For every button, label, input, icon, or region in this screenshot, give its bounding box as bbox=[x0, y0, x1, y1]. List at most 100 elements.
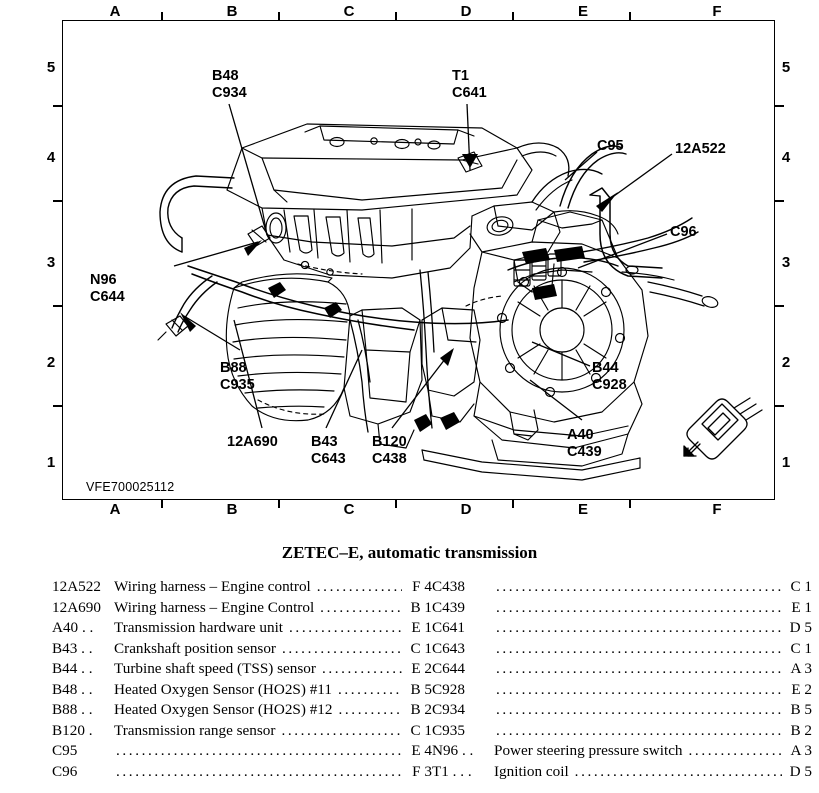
legend-grid-ref: E 2 bbox=[411, 660, 432, 677]
legend-row: A40 . .Transmission hardware unit.......… bbox=[52, 619, 432, 640]
legend-grid-ref: E 4 bbox=[411, 742, 432, 759]
legend-row: B48 . .Heated Oxygen Sensor (HO2S) #11..… bbox=[52, 681, 432, 702]
row-label-right-5: 5 bbox=[781, 59, 791, 76]
legend-description: Heated Oxygen Sensor (HO2S) #12 bbox=[114, 701, 333, 718]
legend-description: Wiring harness – Engine Control bbox=[114, 598, 315, 616]
callout-12a690: 12A690 bbox=[227, 434, 278, 450]
callout-n96-c644: N96 C644 bbox=[90, 272, 125, 306]
callout-t1-c641: T1 C641 bbox=[452, 68, 487, 102]
col-label-top-d: D bbox=[460, 3, 472, 20]
col-label-bottom-c: C bbox=[343, 501, 355, 518]
legend-code: B48 . . bbox=[52, 680, 93, 698]
legend-dot-leader: ........................................… bbox=[496, 578, 782, 595]
callout-b44-c928: B44 C928 bbox=[592, 360, 627, 394]
legend-grid-ref: E 1 bbox=[411, 619, 432, 636]
legend-dot-leader: ........................................… bbox=[496, 701, 782, 718]
row-label-left-2: 2 bbox=[46, 354, 56, 371]
legend-description: Transmission range sensor bbox=[114, 721, 276, 739]
col-label-top-c: C bbox=[343, 3, 355, 20]
col-tick-bottom bbox=[512, 500, 514, 508]
col-label-bottom-d: D bbox=[460, 501, 472, 518]
legend-grid-ref: B 2 bbox=[790, 721, 812, 739]
legend-grid-ref: F 3 bbox=[412, 762, 432, 780]
legend-row: C935....................................… bbox=[432, 722, 812, 743]
legend-row: C95.....................................… bbox=[52, 742, 432, 763]
legend-description: Wiring harness – Engine control bbox=[114, 578, 311, 595]
legend-code: C934 bbox=[432, 701, 465, 718]
callout-b48-c934: B48 C934 bbox=[212, 68, 247, 102]
callout-12a522: 12A522 bbox=[675, 141, 726, 157]
row-tick-right bbox=[775, 405, 784, 407]
legend-code: A40 . . bbox=[52, 619, 94, 636]
legend-column-left: 12A522 Wiring harness – Engine control...… bbox=[52, 578, 432, 783]
col-tick-bottom bbox=[161, 500, 163, 508]
drawing-number: VFE700025112 bbox=[86, 480, 175, 494]
col-tick-top bbox=[629, 12, 631, 20]
legend-grid-ref: B 5 bbox=[410, 680, 432, 698]
legend-row: C928....................................… bbox=[432, 681, 812, 702]
col-tick-bottom bbox=[629, 500, 631, 508]
legend-dot-leader: ........................................… bbox=[320, 598, 402, 616]
row-label-right-3: 3 bbox=[781, 254, 791, 271]
legend-description: Transmission hardware unit bbox=[114, 619, 284, 636]
legend-grid-ref: C 1 bbox=[410, 639, 432, 657]
legend-description: Crankshaft position sensor bbox=[114, 639, 276, 657]
legend-row: C644....................................… bbox=[432, 660, 812, 681]
legend-grid-ref: A 3 bbox=[790, 742, 812, 759]
legend-grid-ref: B 5 bbox=[790, 701, 812, 718]
col-label-top-a: A bbox=[109, 3, 121, 20]
legend-code: 12A522 bbox=[52, 578, 101, 595]
legend-code: C641 bbox=[432, 619, 465, 636]
legend-code: C439 bbox=[432, 598, 465, 616]
col-tick-top bbox=[278, 12, 280, 20]
legend-dot-leader: ........................................… bbox=[316, 578, 402, 595]
callout-b43-c643: B43 C643 bbox=[311, 434, 346, 468]
row-tick-left bbox=[53, 105, 62, 107]
legend-dot-leader: ........................................… bbox=[496, 680, 782, 698]
legend-code: C95 bbox=[52, 742, 78, 759]
legend-grid-ref: A 3 bbox=[790, 660, 812, 677]
legend-code: C644 bbox=[432, 660, 465, 677]
row-label-right-2: 2 bbox=[781, 354, 791, 371]
legend-row: B120 .Transmission range sensor.........… bbox=[52, 722, 432, 743]
legend-grid-ref: D 5 bbox=[789, 762, 812, 780]
frame-border bbox=[62, 20, 775, 500]
legend-row: C438....................................… bbox=[432, 578, 812, 599]
legend-code: B88 . . bbox=[52, 701, 93, 718]
legend-dot-leader: ........................................… bbox=[337, 680, 402, 698]
row-label-left-4: 4 bbox=[46, 149, 56, 166]
legend-dot-leader: ........................................… bbox=[321, 660, 402, 677]
row-label-right-1: 1 bbox=[781, 454, 791, 471]
legend-code: C643 bbox=[432, 639, 465, 657]
callout-b88-c935: B88 C935 bbox=[220, 360, 255, 394]
col-label-bottom-e: E bbox=[577, 501, 588, 518]
legend-row: C934....................................… bbox=[432, 701, 812, 722]
legend-description: Power steering pressure switch bbox=[494, 742, 683, 759]
row-tick-right bbox=[775, 105, 784, 107]
legend-description: Ignition coil bbox=[494, 762, 569, 780]
legend-description: Turbine shaft speed (TSS) sensor bbox=[114, 660, 316, 677]
legend-grid-ref: C 1 bbox=[410, 721, 432, 739]
row-tick-right bbox=[775, 200, 784, 202]
col-tick-bottom bbox=[278, 500, 280, 508]
row-label-left-1: 1 bbox=[46, 454, 56, 471]
legend-column-right: C438....................................… bbox=[432, 578, 812, 783]
legend-grid-ref: C 1 bbox=[790, 578, 812, 595]
legend-dot-leader: ........................................… bbox=[116, 742, 402, 759]
legend-row: B88 . .Heated Oxygen Sensor (HO2S) #12..… bbox=[52, 701, 432, 722]
legend-grid-ref: B 1 bbox=[410, 598, 432, 616]
legend-row: C439....................................… bbox=[432, 599, 812, 620]
legend-grid-ref: B 2 bbox=[410, 701, 432, 718]
legend-row: C643....................................… bbox=[432, 640, 812, 661]
legend-row: 12A522 Wiring harness – Engine control...… bbox=[52, 578, 432, 599]
legend-dot-leader: ........................................… bbox=[574, 762, 782, 780]
legend-code: B120 . bbox=[52, 721, 93, 739]
diagram-frame: A B C D E F A B C D E F 5 4 3 2 1 5 4 3 … bbox=[47, 4, 790, 517]
legend-row: B43 . .Crankshaft position sensor.......… bbox=[52, 640, 432, 661]
legend-dot-leader: ........................................… bbox=[496, 598, 782, 616]
legend-row: N96 . .Power steering pressure switch...… bbox=[432, 742, 812, 763]
legend-grid-ref: E 2 bbox=[791, 680, 812, 698]
row-tick-left bbox=[53, 200, 62, 202]
col-label-bottom-b: B bbox=[226, 501, 238, 518]
